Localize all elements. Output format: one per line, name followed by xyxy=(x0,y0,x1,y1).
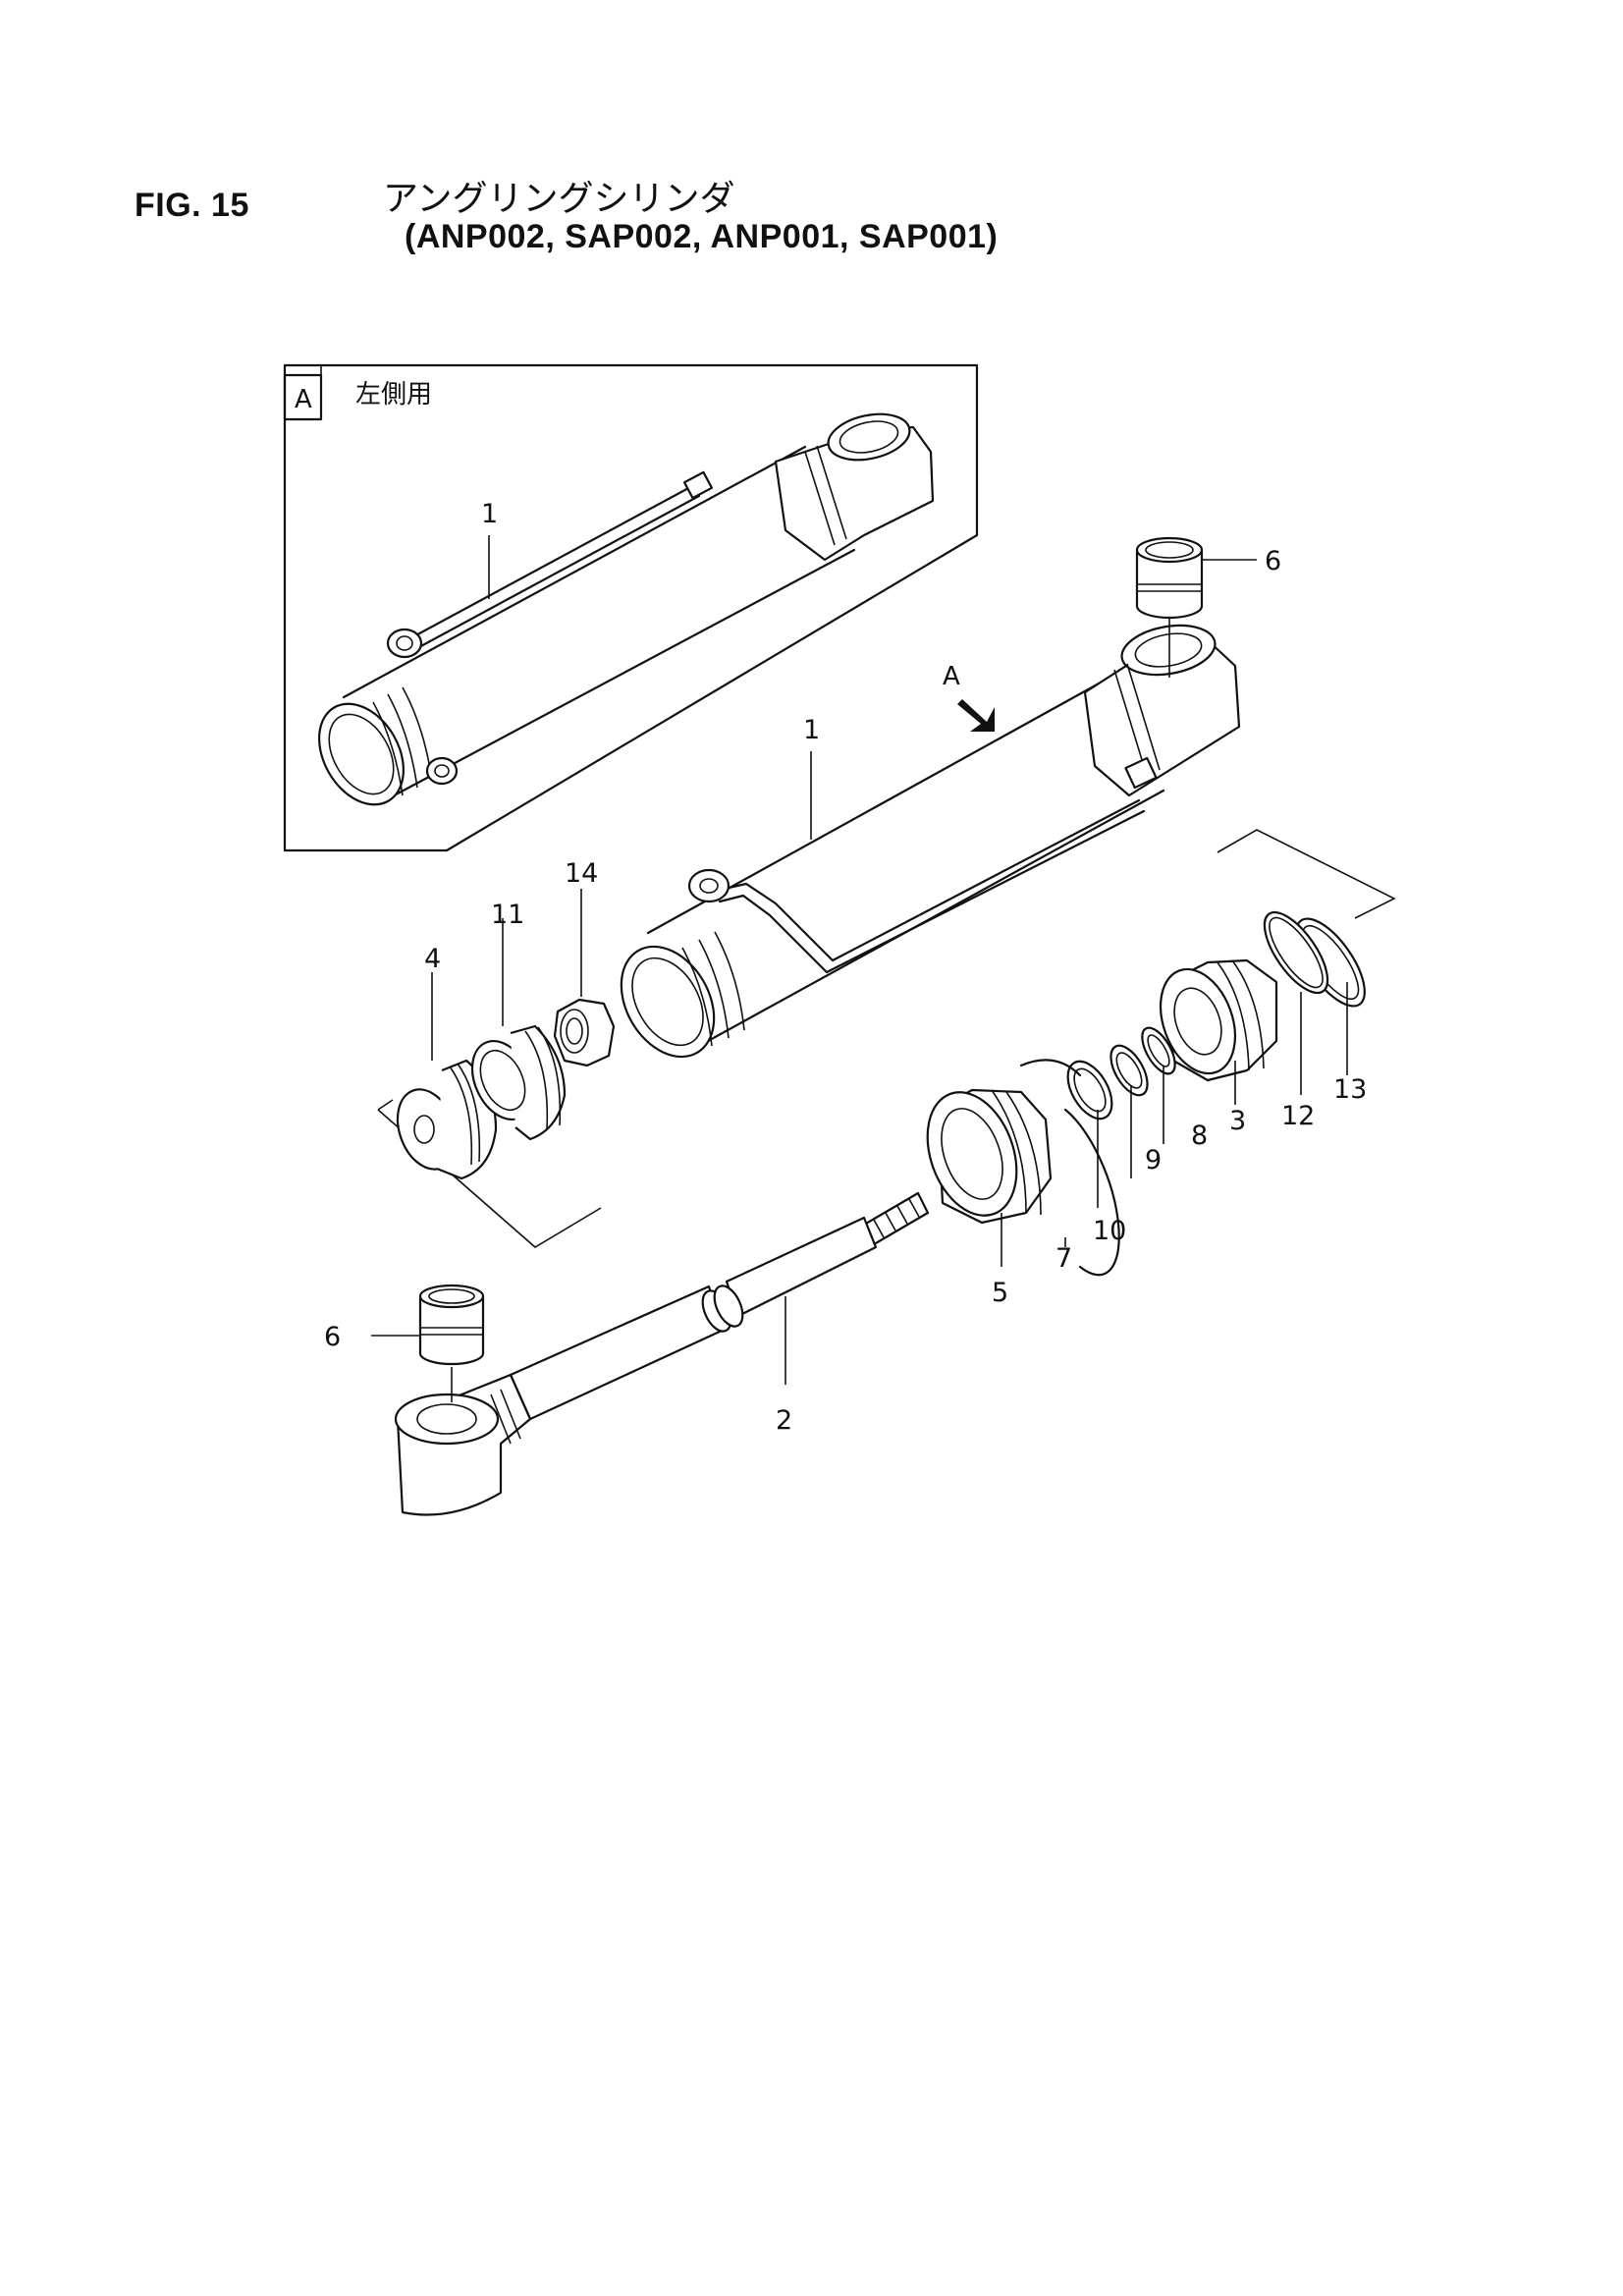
figure-title: アングリングシリンダ xyxy=(383,179,735,219)
model-list: (ANP002, SAP002, ANP001, SAP001) xyxy=(405,218,999,255)
callout-7: 7 xyxy=(1055,1243,1072,1274)
callout-6-upper: 6 xyxy=(1265,546,1281,576)
cylinder-tube xyxy=(620,624,1241,1059)
callout-9: 9 xyxy=(1145,1145,1162,1175)
view-arrow-a: A xyxy=(943,662,995,732)
callout-3: 3 xyxy=(1229,1106,1246,1136)
view-marker-label: A xyxy=(943,662,960,691)
callout-labels: 1 1 2 3 4 5 6 6 7 8 9 10 11 12 13 14 xyxy=(324,499,1367,1436)
piston-rod xyxy=(394,1191,930,1516)
piston-assembly-left xyxy=(377,889,616,1248)
callout-12: 12 xyxy=(1281,1101,1315,1131)
inset-left-side-view: A 左側用 xyxy=(283,363,979,852)
inset-caption: 左側用 xyxy=(355,380,432,410)
callout-13: 13 xyxy=(1333,1074,1367,1105)
callout-inset-1: 1 xyxy=(481,499,498,529)
bushing-lower xyxy=(371,1284,485,1402)
callout-4: 4 xyxy=(424,944,441,974)
callout-1: 1 xyxy=(803,715,820,745)
head-nut-and-ring xyxy=(926,1059,1120,1277)
callout-6-lower: 6 xyxy=(324,1322,341,1352)
callout-11: 11 xyxy=(491,900,524,930)
callout-leaders xyxy=(488,535,812,840)
callout-8: 8 xyxy=(1191,1121,1208,1151)
callout-5: 5 xyxy=(992,1278,1008,1308)
figure-number: FIG. 15 xyxy=(135,187,249,224)
bushing-upper xyxy=(1135,536,1257,678)
callout-2: 2 xyxy=(776,1405,792,1436)
callout-10: 10 xyxy=(1093,1216,1126,1246)
callout-14: 14 xyxy=(565,858,598,889)
gland-assembly-right xyxy=(1066,829,1396,1208)
inset-cylinder-tube xyxy=(318,412,935,806)
inset-tag: A xyxy=(295,385,312,414)
